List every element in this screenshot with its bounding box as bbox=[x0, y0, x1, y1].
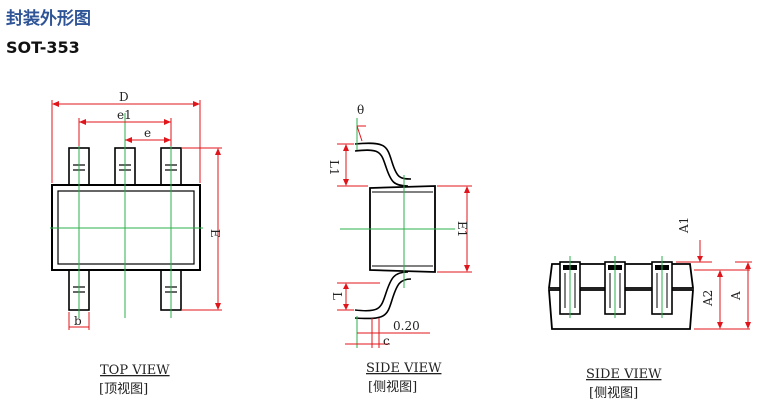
dim-A-label: A bbox=[729, 291, 743, 301]
package-name: SOT-353 bbox=[6, 38, 80, 57]
side-view-2: A1 A2 A SIDE VIEW [侧视图] bbox=[547, 217, 752, 401]
dim-c-label: c bbox=[383, 334, 390, 348]
side2-upper-body bbox=[547, 263, 695, 289]
dim-A1-label: A1 bbox=[677, 217, 691, 234]
side1-body bbox=[369, 185, 436, 273]
side-view-2-caption-cn: [侧视图] bbox=[589, 386, 638, 401]
dim-L1-label: L1 bbox=[327, 160, 341, 176]
dim-theta-label: θ bbox=[357, 103, 364, 117]
side1-lower-lead bbox=[354, 271, 409, 312]
side1-upper-lead bbox=[354, 149, 409, 187]
side-view-1-caption-cn: [侧视图] bbox=[368, 380, 417, 395]
dim-A2-label: A2 bbox=[701, 290, 715, 307]
dim-L-label: L bbox=[330, 292, 344, 300]
dim-E1-label: E1 bbox=[455, 221, 469, 237]
dim-e1-label: e1 bbox=[117, 108, 132, 122]
top-view-caption: TOP VIEW bbox=[100, 363, 170, 378]
dim-D-label: D bbox=[119, 90, 129, 104]
dim-b-label: b bbox=[74, 314, 82, 328]
top-view-caption-cn: [顶视图] bbox=[99, 382, 148, 397]
side-view-2-caption: SIDE VIEW bbox=[586, 367, 662, 382]
side-view-1: θ L1 E1 L 0.20 c SIDE VIEW [侧视图] bbox=[327, 103, 472, 395]
side2-lower-body bbox=[548, 289, 694, 330]
top-view: D e1 e E b TOP VIEW [顶视图] bbox=[50, 90, 222, 397]
side-view-1-caption: SIDE VIEW bbox=[366, 361, 442, 376]
dim-e-label: e bbox=[144, 126, 151, 140]
dim-E-label: E bbox=[208, 229, 222, 238]
section-title: 封装外形图 bbox=[6, 9, 91, 29]
dim-020-label: 0.20 bbox=[393, 319, 420, 333]
